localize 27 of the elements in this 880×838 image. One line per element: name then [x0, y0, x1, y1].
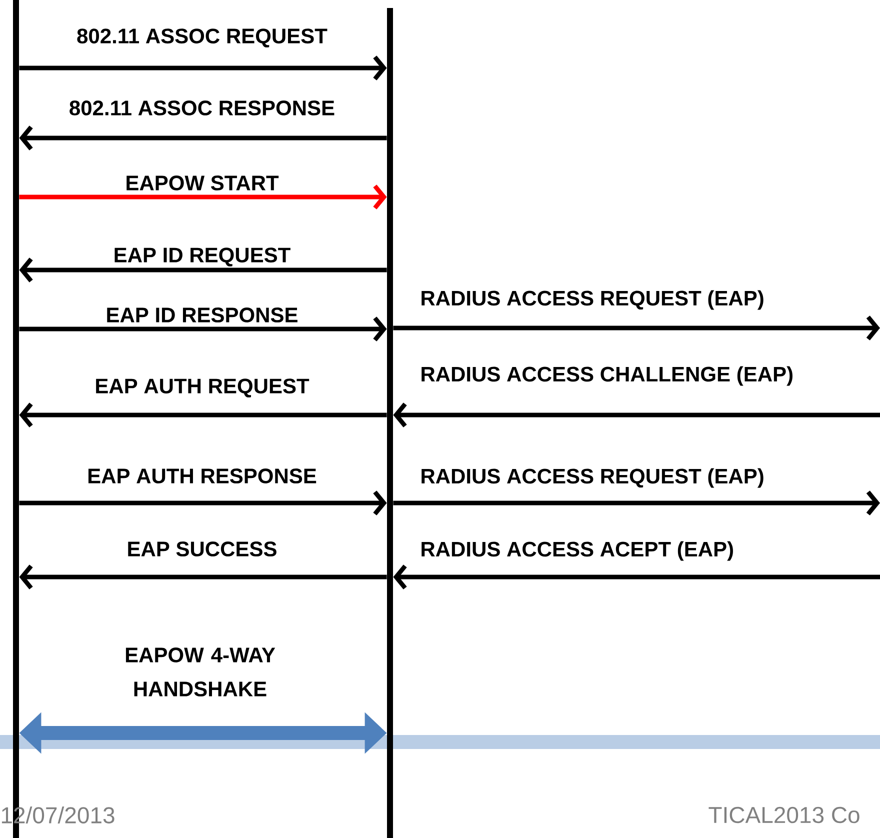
arrow [19, 184, 387, 210]
edge-label: EAP ID REQUEST [114, 248, 290, 266]
arrow [19, 258, 387, 282]
edge-label: 802.11 ASSOC RESPONSE [70, 100, 334, 116]
arrow [393, 490, 880, 516]
edge-label: RADIUS ACCESS CHALLENGE (EAP) [422, 366, 792, 386]
lifeline [387, 8, 393, 838]
footer-text: TICAL2013 Co [708, 806, 860, 824]
edge-label: RADIUS ACCESS REQUEST (EAP) [422, 468, 764, 488]
arrow [19, 316, 387, 342]
edge-label: RADIUS ACCESS REQUEST (EAP) [422, 290, 764, 310]
edge-label: RADIUS ACCESS ACEPT (EAP) [422, 541, 733, 561]
arrow [19, 490, 387, 516]
arrow [19, 402, 387, 428]
arrow [393, 402, 880, 428]
edge-label: EAP AUTH REQUEST [96, 378, 310, 398]
arrow [393, 316, 880, 340]
edge-label: EAPOW START [126, 176, 279, 190]
edge-label: EAP AUTH RESPONSE [88, 468, 316, 484]
arrow [19, 564, 387, 590]
arrow [19, 56, 387, 80]
arrow [19, 126, 387, 150]
edge-label: EAPOW 4-WAY HANDSHAKE [126, 648, 276, 696]
edge-label: EAP ID RESPONSE [107, 308, 298, 322]
edge-label: 802.11 ASSOC REQUEST [77, 28, 328, 48]
arrow [393, 564, 880, 590]
edge-label: EAP SUCCESS [128, 542, 276, 556]
